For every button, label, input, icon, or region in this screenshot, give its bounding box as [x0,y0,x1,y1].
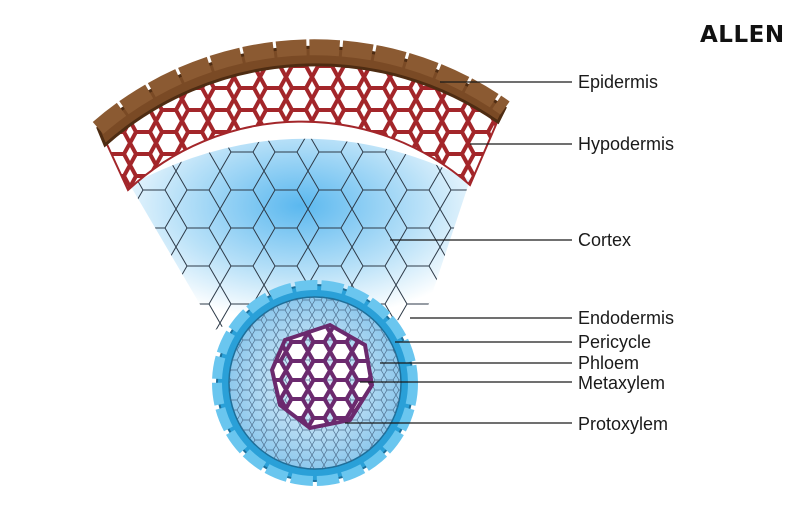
xylem [269,322,375,431]
cortex [130,138,470,330]
epidermis-cells [92,39,510,135]
leader-lines [345,81,572,424]
label-hypodermis: Hypodermis [578,134,675,154]
label-endodermis: Endodermis [578,308,675,328]
label-epidermis: Epidermis [578,72,659,92]
stele [212,280,418,486]
label-cortex: Cortex [578,230,632,250]
label-phloem: Phloem [578,353,640,373]
label-pericycle: Pericycle [578,332,652,352]
label-protoxylem: Protoxylem [578,414,669,434]
allen-logo: ALLEN [700,22,785,48]
label-metaxylem: Metaxylem [578,373,666,393]
